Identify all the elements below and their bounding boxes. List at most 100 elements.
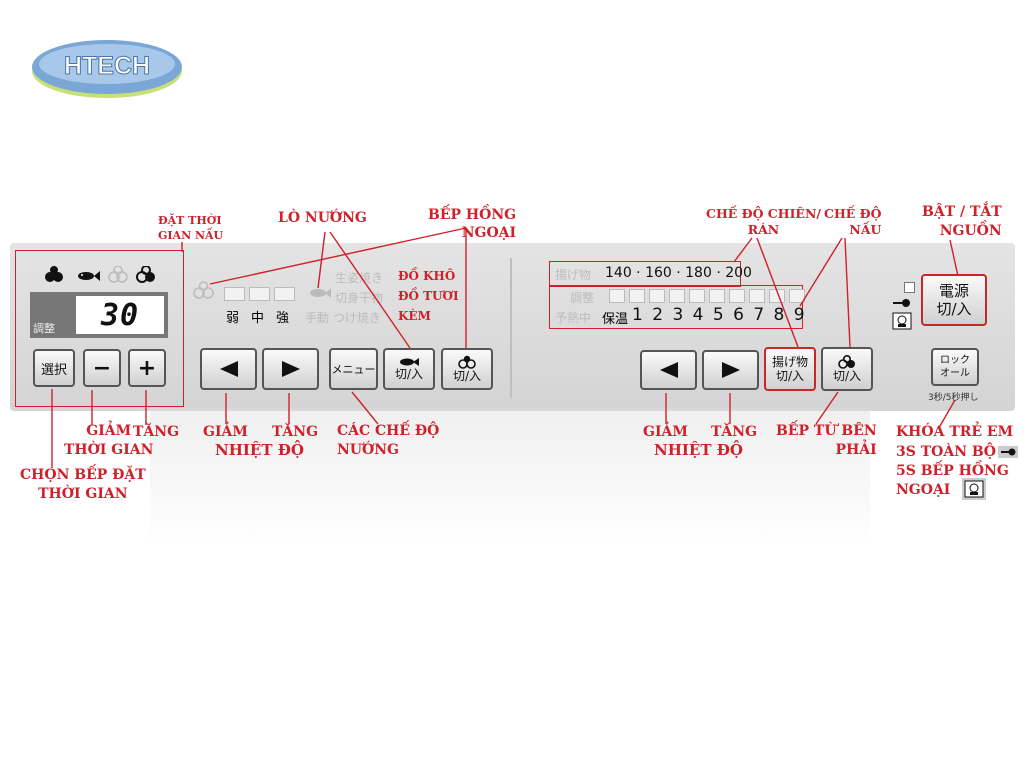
strength-strong: 強	[276, 311, 290, 326]
ann-dec-temp-1: GIẢM	[203, 424, 248, 440]
level-seg-3	[649, 289, 665, 303]
timer-digits: 30	[100, 297, 140, 333]
left-hob-toggle-label: 切/入	[452, 369, 482, 383]
power-button-label: 電源 切/入	[936, 282, 972, 318]
ann-select-hob: CHỌN BẾP ĐẶT THỜI GIAN	[20, 467, 146, 502]
power-button[interactable]: 電源 切/入	[921, 274, 987, 326]
fish-grill-icon	[310, 288, 331, 298]
child-lock-button-label: ロック オール	[940, 355, 970, 379]
fry-toggle-label: 揚げ物 切/入	[771, 355, 808, 383]
level-seg-2	[629, 289, 645, 303]
left-hob-toggle-button[interactable]: 切/入	[441, 348, 493, 390]
right-arrow-icon-right	[721, 362, 740, 378]
adjust-label-right: 調整	[570, 291, 595, 305]
level-seg-5	[689, 289, 705, 303]
ann-set-cook-time: ĐẶT THỜI GIAN NẤU	[158, 214, 224, 242]
ann-oven: LÒ NƯỚNG	[278, 210, 367, 226]
select-button[interactable]: 選択	[33, 349, 75, 387]
htech-logo: HTECH	[32, 40, 182, 98]
right-temp-up-button[interactable]	[702, 350, 759, 390]
panel-reflection	[150, 408, 870, 548]
hob-icon-small	[458, 355, 476, 369]
ann-inc-temp-2: TĂNG	[711, 424, 758, 440]
hob-left-icon	[45, 266, 63, 282]
keepwarm-label: 保温	[602, 312, 629, 327]
minus-time-button[interactable]: −	[83, 349, 121, 387]
child-lock-button[interactable]: ロック オール	[931, 348, 979, 386]
ann-grill-modes: CÁC CHẾ ĐỘ NƯỚNG	[337, 423, 440, 458]
fish-icon	[78, 271, 100, 281]
mode-vn-with: KÈM	[398, 309, 431, 323]
select-button-label: 選択	[40, 362, 67, 378]
logo-text: HTECH	[64, 52, 150, 80]
menu-button[interactable]: メニュー	[329, 348, 378, 390]
grill-lock-icon-legend	[962, 478, 986, 500]
fry-temps: 140 · 160 · 180 · 200	[605, 265, 752, 281]
level-seg-4	[669, 289, 685, 303]
ann-right-hob: BẾP TỪ BÊN PHẢI	[776, 423, 877, 458]
key-icon	[893, 299, 910, 307]
ann-temp-1: NHIỆT ĐỘ	[215, 441, 304, 459]
plus-button-label: +	[137, 355, 157, 381]
mode-jp-fresh: 切身干物	[335, 291, 384, 305]
grill-hob-icon	[193, 281, 214, 299]
mode-jp-manual: 手動 つけ焼き	[305, 311, 381, 325]
hob-center-icon	[108, 266, 128, 283]
minus-button-label: −	[92, 355, 112, 381]
ann-power: BẬT / TẮT NGUỒN	[922, 204, 1002, 239]
level-segments	[609, 289, 805, 303]
ann-dec-temp-2: GIẢM	[643, 424, 688, 440]
preheat-label: 予熱中	[555, 311, 592, 325]
right-hob-toggle-label: 切/入	[832, 369, 862, 383]
right-temp-down-button[interactable]	[640, 350, 697, 390]
heat-segment-2	[249, 287, 270, 301]
fry-toggle-button[interactable]: 揚げ物 切/入	[764, 347, 816, 391]
hob-icons-row	[45, 266, 155, 283]
grill-temp-down-button[interactable]	[200, 348, 257, 390]
heat-segment-1	[224, 287, 245, 301]
timer-display: 30	[76, 296, 164, 334]
fry-label: 揚げ物	[555, 268, 592, 282]
left-arrow-icon-right	[659, 362, 678, 378]
key-icon-legend	[998, 446, 1018, 458]
cook-level-outline	[549, 285, 803, 329]
mode-vn-fresh: ĐỒ TƯƠI	[398, 289, 459, 303]
ann-temp-2: NHIỆT ĐỘ	[654, 441, 743, 459]
hob-icon-right	[838, 355, 855, 369]
timer-block-outline	[15, 250, 184, 407]
right-hob-toggle-button[interactable]: 切/入	[821, 347, 873, 391]
strength-weak: 弱	[226, 311, 240, 326]
plus-time-button[interactable]: +	[128, 349, 166, 387]
level-numbers: 1 2 3 4 5 6 7 8 9	[632, 305, 807, 325]
lock-indicator-led	[904, 282, 915, 293]
fish-icon-small	[400, 358, 419, 366]
ann-inc-temp-1: TĂNG	[272, 424, 319, 440]
right-arrow-icon	[281, 361, 300, 377]
fry-temp-outline	[549, 261, 741, 287]
level-seg-1	[609, 289, 625, 303]
grill-toggle-button[interactable]: 切/入	[383, 348, 435, 390]
grill-temp-up-button[interactable]	[262, 348, 319, 390]
level-seg-9	[769, 289, 785, 303]
lock-hint: 3秒/5秒押し	[928, 393, 979, 403]
ann-lock-5s-b: NGOẠI	[896, 482, 951, 498]
strength-medium: 中	[251, 311, 265, 326]
ann-fry-mode: CHẾ ĐỘ CHIÊN/ RÁN	[706, 206, 821, 237]
heat-segment-3	[274, 287, 295, 301]
ann-outer-hob: BẾP HỒNG NGOẠI	[428, 207, 517, 241]
ann-lock-5s: 5S BẾP HỒNG	[896, 463, 1009, 479]
level-seg-7	[729, 289, 745, 303]
grill-toggle-label: 切/入	[394, 367, 424, 381]
ann-dec-time: GIẢM THỜI GIAN	[64, 423, 154, 458]
ann-cook-mode: CHẾ ĐỘ NẤU	[824, 206, 882, 237]
menu-button-label: メニュー	[331, 363, 376, 376]
hob-right-icon	[136, 266, 155, 283]
mode-jp-dried: 生姿焼き	[335, 271, 384, 285]
grill-lock-icon	[892, 312, 912, 330]
mode-vn-dried: ĐỒ KHÔ	[398, 269, 456, 283]
level-seg-8	[749, 289, 765, 303]
level-seg-6	[709, 289, 725, 303]
timer-adjust-label: 調整	[33, 322, 55, 335]
ann-child-lock: KHÓA TRẺ EM	[896, 424, 1014, 440]
ann-inc-time: TĂNG	[133, 424, 180, 440]
